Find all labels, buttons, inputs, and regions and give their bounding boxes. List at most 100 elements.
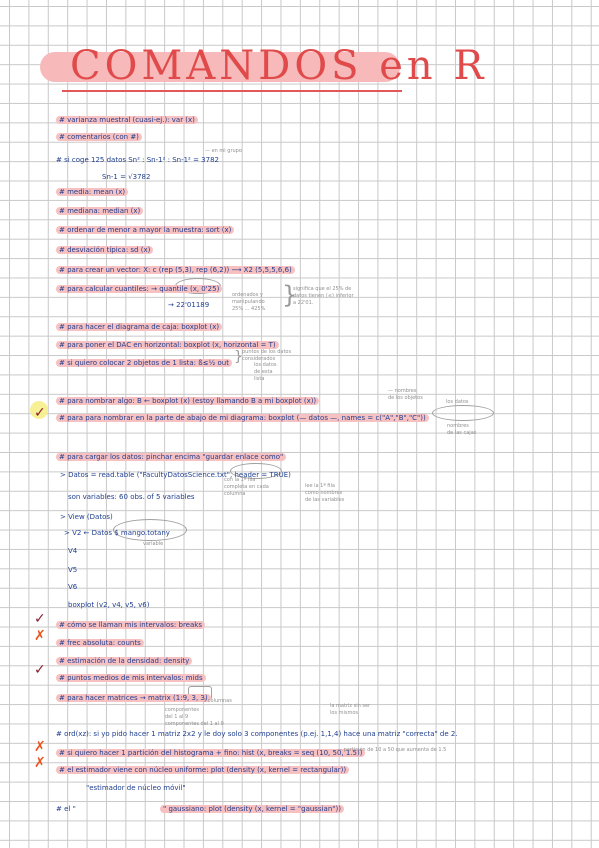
checkmark-icon: ✓ xyxy=(34,611,46,627)
note-line-l17: # para cargar los datos: pinchar encima … xyxy=(56,449,287,465)
note-line-l31: # ord(xz): si yo pido hacer 1 matriz 2x2… xyxy=(56,726,458,742)
title-underline xyxy=(62,90,402,92)
note-text: # cómo se llaman mis intervalos: breaks xyxy=(56,621,205,629)
note-text: # para hacer el diagrama de caja: boxplo… xyxy=(56,323,223,331)
note-text: son variables: 60 obs. of 5 variables xyxy=(68,493,195,501)
cross-icon: ✗ xyxy=(34,739,46,755)
note-line-l36: " gaussiano: plot (density (x, kernel = … xyxy=(160,801,344,817)
note-line-l22: V4 xyxy=(68,543,77,559)
note-text: > Datos = read.table ("FacultyDatosScien… xyxy=(60,471,291,479)
note-line-l29: # puntos medios de mis intervalos: mids xyxy=(56,670,206,686)
note-line-l06: # mediana: median (x) xyxy=(56,203,144,219)
note-text: → 22'01189 xyxy=(168,301,210,309)
note-text: # ordenar de menor a mayor la muestra: s… xyxy=(56,226,235,234)
note-text: # el estimador viene con núcleo uniforme… xyxy=(56,766,350,774)
annotation-n14: la matriz sin ser los mismos xyxy=(330,703,371,716)
note-text: # media: mean (x) xyxy=(56,188,129,196)
note-line-l01: # varianza muestral (cuasi-ej.): var (x) xyxy=(56,112,198,128)
note-line-l27: # frec absoluta: counts xyxy=(56,635,144,651)
circle-names xyxy=(432,405,494,421)
note-text: # si quiero hacer 1 partición del histog… xyxy=(56,749,366,757)
annotation-n09: con la 1ª fila completa en cada columna xyxy=(224,477,269,497)
note-line-l02: # comentarios (con #) xyxy=(56,129,142,145)
note-text: > View (Datos) xyxy=(60,513,113,521)
note-text: "estimador de núcleo móvil" xyxy=(86,784,186,792)
cross-icon: ✗ xyxy=(34,755,46,771)
note-text: # si quiero colocar 2 objetos de 1 lista… xyxy=(56,359,232,367)
note-text: V5 xyxy=(68,566,78,574)
annotation-n05: los datos de esta lista xyxy=(254,362,277,382)
circle-variable xyxy=(113,519,187,541)
note-line-l32: # si quiero hacer 1 partición del histog… xyxy=(56,745,366,761)
note-line-l28: # estimación de la densidad: density xyxy=(56,653,193,669)
note-line-l24: V6 xyxy=(68,579,77,595)
annotation-n06: — nombres de los objetos xyxy=(388,388,423,401)
note-line-l15: # para nombrar algo: B ← boxplot (x) (es… xyxy=(56,393,320,409)
note-line-l20: > View (Datos) xyxy=(60,509,113,525)
note-line-l09: # para crear un vector: X: c (rep (5,3),… xyxy=(56,262,295,278)
annotation-n12: 3 columnas xyxy=(203,698,232,704)
note-text: # para hacer matrices → matrix (1:9, 3, … xyxy=(56,694,211,702)
annotation-n10: lee la 1ª fila como nombres de las varia… xyxy=(305,483,345,503)
annotation-n13: componentes del 1 al 9 componentes del 1… xyxy=(165,707,224,727)
note-line-l33: # el estimador viene con núcleo uniforme… xyxy=(56,762,350,778)
note-line-l21: > V2 ← Datos $ mango.totany xyxy=(64,525,170,541)
note-line-l23: V5 xyxy=(68,562,77,578)
note-text: # desviación típica: sd (x) xyxy=(56,246,154,254)
note-text: # para calcular cuantiles: → quantile (x… xyxy=(56,285,223,293)
annotation-n01: — en mi grupo xyxy=(205,148,242,154)
brace-list: } xyxy=(234,349,243,365)
annotation-n11: variable xyxy=(143,541,164,547)
note-text: > V2 ← Datos $ mango.totany xyxy=(64,529,170,537)
note-text: V4 xyxy=(68,547,78,555)
note-text: # para poner el DAC en horizontal: boxpl… xyxy=(56,341,279,349)
note-text: # para nombrar algo: B ← boxplot (x) (es… xyxy=(56,397,320,405)
note-text: # comentarios (con #) xyxy=(56,133,142,141)
note-text: # el " xyxy=(56,805,76,813)
note-line-l19: son variables: 60 obs. of 5 variables xyxy=(68,489,195,505)
note-text: # para para nombrar en la parte de abajo… xyxy=(56,414,429,422)
note-line-l25: boxplot (v2, v4, v5, v6) xyxy=(68,597,150,613)
circle-header xyxy=(230,463,282,479)
highlight-dot xyxy=(30,401,48,419)
note-line-l30: # para hacer matrices → matrix (1:9, 3, … xyxy=(56,690,211,706)
note-line-l11: → 22'01189 xyxy=(168,297,209,313)
note-text: # para crear un vector: X: c (rep (5,3),… xyxy=(56,266,295,274)
note-text: V6 xyxy=(68,583,78,591)
note-text: boxplot (v2, v4, v5, v6) xyxy=(68,601,150,609)
checkmark-icon: ✓ xyxy=(34,405,46,421)
note-line-l14: # si quiero colocar 2 objetos de 1 lista… xyxy=(56,355,232,371)
title-highlight xyxy=(40,52,400,82)
note-line-l12: # para hacer el diagrama de caja: boxplo… xyxy=(56,319,223,335)
note-line-l03: # si coge 125 datos Sn² : Sn-1² : Sn-1² … xyxy=(56,152,219,168)
annotation-n03: significa que el 25% de datos tienen (≤)… xyxy=(293,286,354,306)
annotation-n02: ordenados y manipulando 25% ... 425% xyxy=(232,292,266,312)
note-text: # varianza muestral (cuasi-ej.): var (x) xyxy=(56,116,198,124)
note-text: # puntos medios de mis intervalos: mids xyxy=(56,674,206,682)
note-line-l05: # media: mean (x) xyxy=(56,184,129,200)
checkmark-icon: ✓ xyxy=(34,662,46,678)
note-text: # frec absoluta: counts xyxy=(56,639,144,647)
note-line-l35: # el " xyxy=(56,801,76,817)
note-line-l26: # cómo se llaman mis intervalos: breaks xyxy=(56,617,205,633)
note-text: Sn-1 = √3782 xyxy=(102,173,151,181)
note-line-l07: # ordenar de menor a mayor la muestra: s… xyxy=(56,222,235,238)
note-line-l16: # para para nombrar en la parte de abajo… xyxy=(56,410,429,426)
note-text: # ord(xz): si yo pido hacer 1 matriz 2x2… xyxy=(56,730,458,738)
note-text: # estimación de la densidad: density xyxy=(56,657,193,665)
annotation-n07: los datos xyxy=(446,399,469,405)
annotation-n08: nombres de las cajas xyxy=(447,423,477,436)
note-line-l10: # para calcular cuantiles: → quantile (x… xyxy=(56,281,223,297)
cross-icon: ✗ xyxy=(34,628,46,644)
note-line-l34: "estimador de núcleo móvil" xyxy=(86,780,186,796)
note-line-l04: Sn-1 = √3782 xyxy=(102,169,150,185)
page-title: COMANDOS en R xyxy=(70,43,488,89)
annotation-n04: puntos de los datos considerados xyxy=(242,349,292,362)
note-text: " gaussiano: plot (density (x, kernel = … xyxy=(160,805,344,813)
note-line-l08: # desviación típica: sd (x) xyxy=(56,242,154,258)
note-text: # mediana: median (x) xyxy=(56,207,144,215)
note-text: # si coge 125 datos Sn² : Sn-1² : Sn-1² … xyxy=(56,156,219,164)
note-line-l18: > Datos = read.table ("FacultyDatosScien… xyxy=(60,467,291,483)
note-line-l13: # para poner el DAC en horizontal: boxpl… xyxy=(56,337,279,353)
